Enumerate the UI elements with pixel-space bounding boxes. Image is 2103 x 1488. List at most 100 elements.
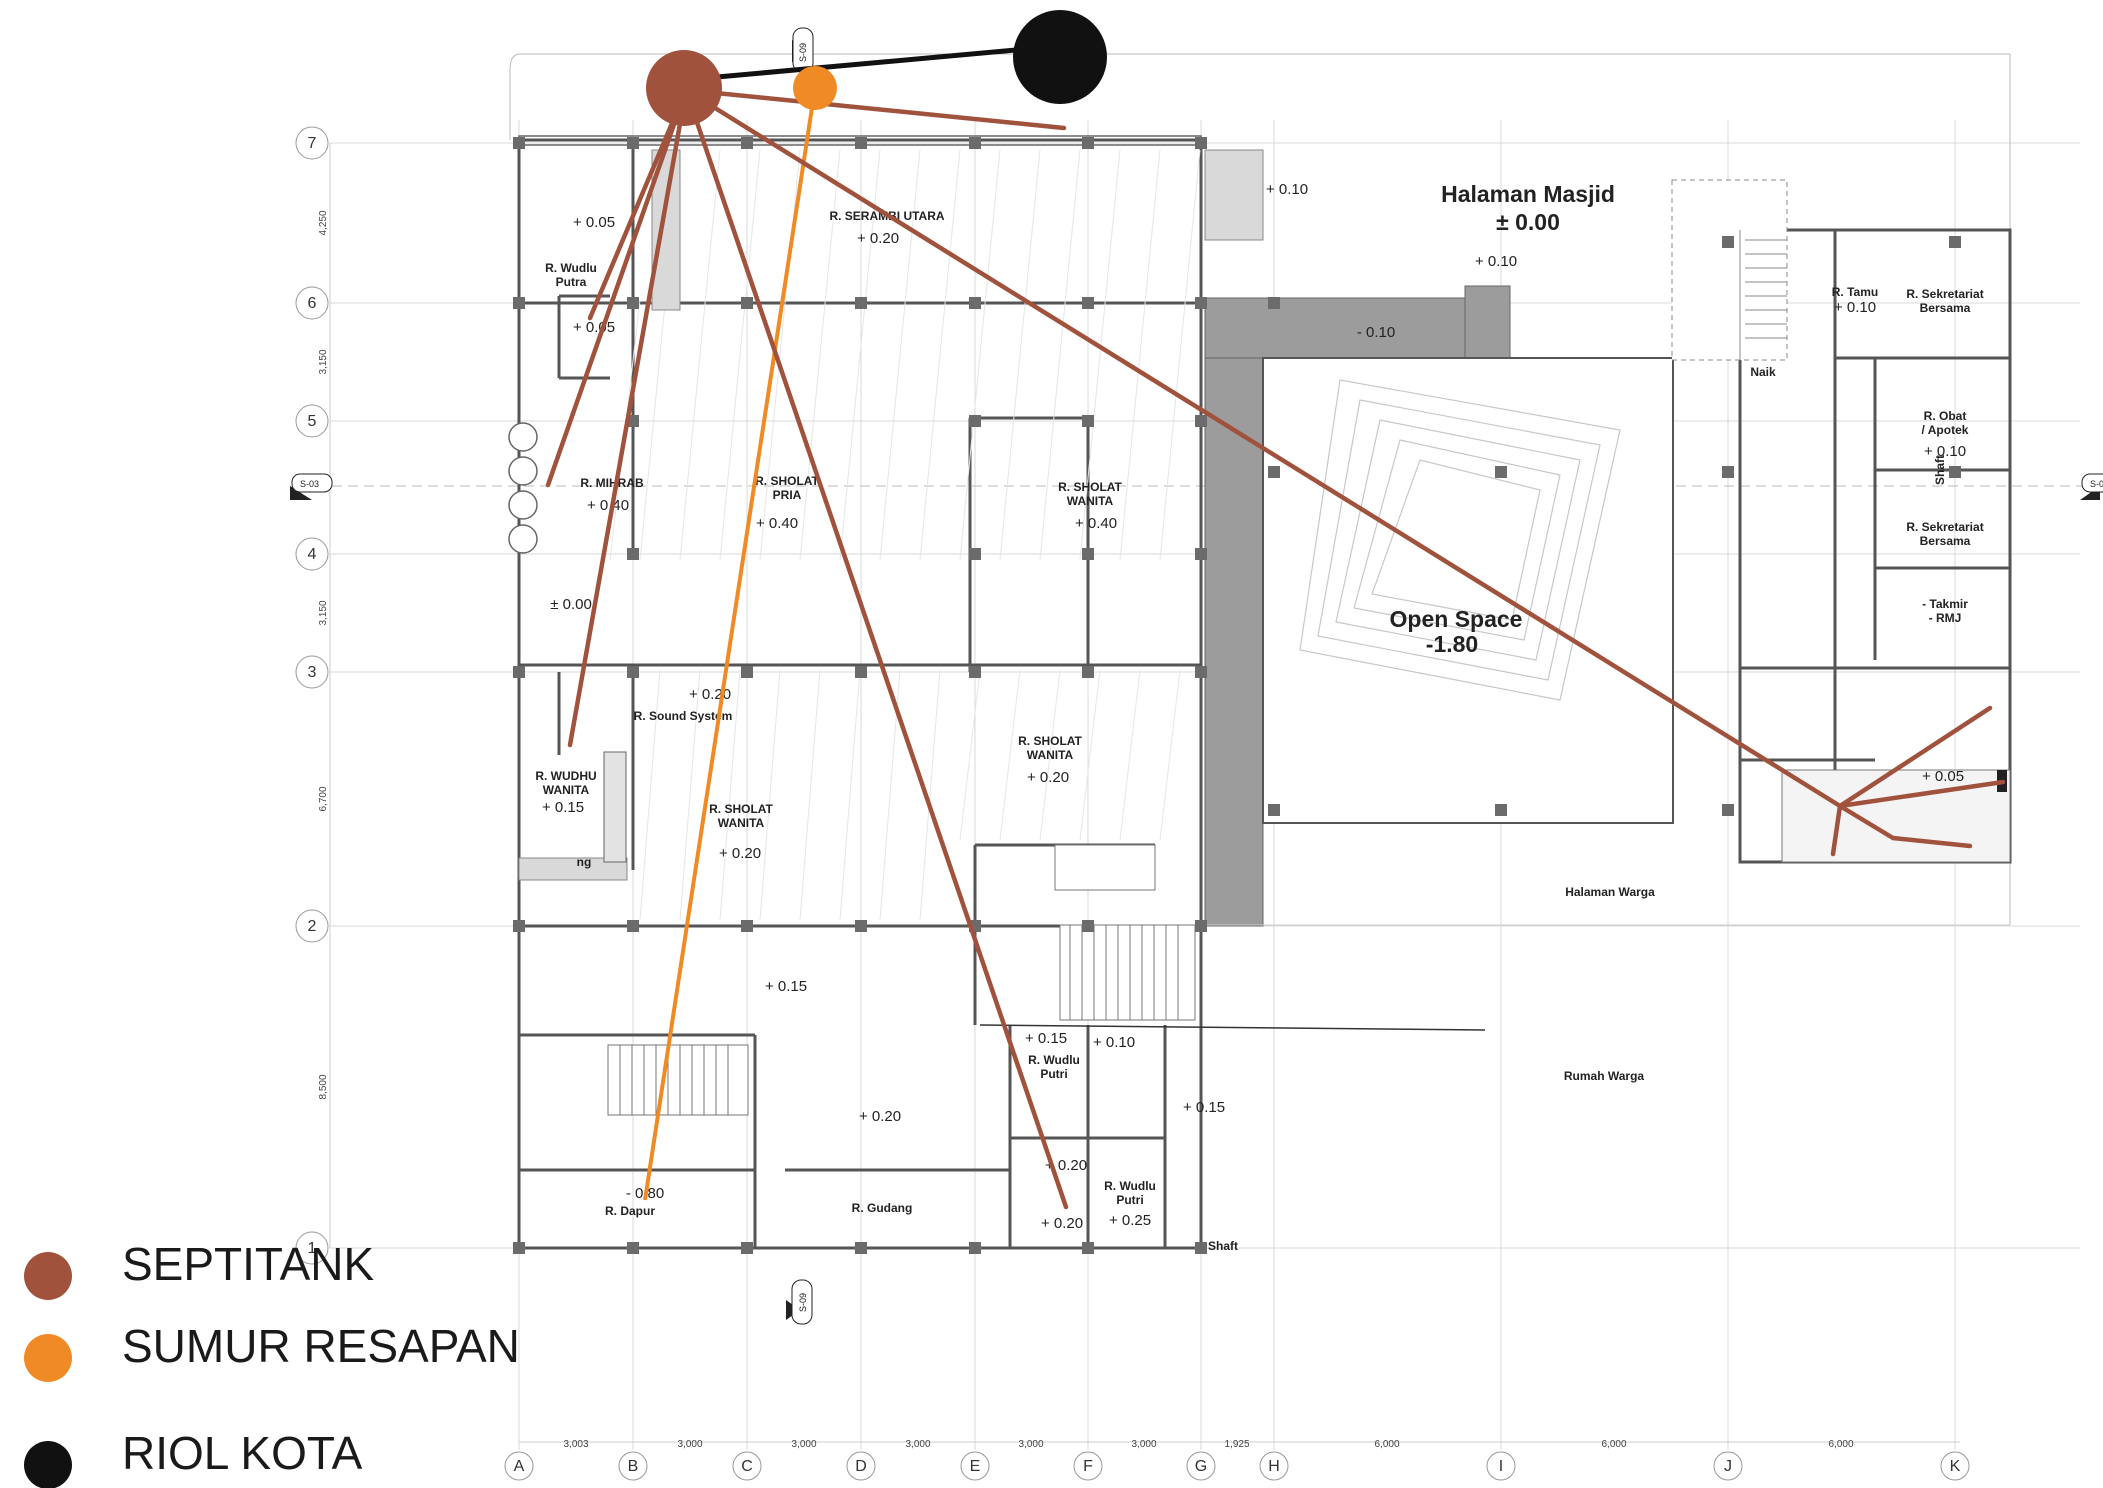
svg-text:E: E	[970, 1458, 981, 1475]
open-space-level: -1.80	[1426, 631, 1478, 657]
svg-text:1,925: 1,925	[1224, 1439, 1249, 1450]
grid-row-3: 3	[295, 655, 329, 689]
svg-text:6,000: 6,000	[1601, 1439, 1626, 1450]
svg-text:WANITA: WANITA	[543, 783, 590, 797]
svg-text:4,250: 4,250	[318, 210, 329, 235]
svg-text:+ 0.20: + 0.20	[859, 1108, 901, 1125]
svg-text:- RMJ: - RMJ	[1929, 611, 1962, 625]
svg-text:R. Tamu: R. Tamu	[1832, 285, 1878, 299]
svg-text:ng: ng	[577, 855, 592, 869]
open-space-label: Open Space	[1390, 606, 1523, 632]
svg-text:R. SHOLAT: R. SHOLAT	[1018, 734, 1082, 748]
courtyard-paving-strip	[1204, 297, 1264, 927]
legend: SEPTITANK SUMUR RESAPAN RIOL KOTA	[24, 1238, 520, 1488]
grid-row-1: 1	[295, 1231, 329, 1265]
open-space-steps	[1299, 379, 1621, 701]
svg-text:8,500: 8,500	[318, 1074, 329, 1099]
svg-text:+ 0.15: + 0.15	[1025, 1030, 1067, 1047]
svg-text:+ 0.10: + 0.10	[1834, 299, 1876, 316]
grid-col-G: G	[1186, 1451, 1216, 1481]
grid-row-markers: 7 6 5 4 3 2 1	[295, 126, 329, 1265]
svg-text:+ 0.40: + 0.40	[756, 515, 798, 532]
svg-text:S-0: S-0	[2090, 479, 2103, 489]
svg-text:+ 0.15: + 0.15	[1183, 1099, 1225, 1116]
legend-item-septitank: SEPTITANK	[24, 1238, 375, 1300]
svg-text:PRIA: PRIA	[773, 488, 802, 502]
svg-text:3,000: 3,000	[905, 1439, 930, 1450]
svg-text:3,150: 3,150	[318, 349, 329, 374]
svg-text:SEPTITANK: SEPTITANK	[122, 1238, 375, 1290]
riol-kota-swatch	[24, 1441, 72, 1488]
sumur-resapan-pipe	[643, 87, 817, 1201]
svg-text:R. MIHRAB: R. MIHRAB	[580, 476, 644, 490]
svg-text:K: K	[1950, 1458, 1961, 1475]
courtyard-paving-step	[1464, 285, 1511, 359]
svg-text:R. Wudlu: R. Wudlu	[1028, 1053, 1080, 1067]
svg-text:+ 0.20: + 0.20	[1027, 769, 1069, 786]
section-marker-right: S-0	[2080, 473, 2103, 500]
svg-text:+ 0.15: + 0.15	[765, 978, 807, 995]
stair-wudhu-wanita	[603, 751, 627, 863]
svg-text:+ 0.10: + 0.10	[1093, 1034, 1135, 1051]
halaman-warga-label: Halaman Warga	[1565, 885, 1655, 899]
svg-text:D: D	[855, 1458, 867, 1475]
grid-row-dimensions: 4,250 3,150 3,150 6,700 8,500	[318, 143, 331, 1248]
grid-col-F: F	[1073, 1451, 1103, 1481]
svg-text:- Takmir: - Takmir	[1922, 597, 1968, 611]
svg-text:+ 0.10: + 0.10	[1266, 181, 1308, 198]
svg-text:J: J	[1724, 1458, 1732, 1475]
svg-text:+ 0.15: + 0.15	[542, 799, 584, 816]
svg-text:Shaft: Shaft	[1208, 1239, 1238, 1253]
riol-kota-node	[1013, 10, 1107, 104]
grid-col-H: H	[1259, 1451, 1289, 1481]
svg-text:C: C	[741, 1458, 753, 1475]
svg-text:+ 0.40: + 0.40	[587, 497, 629, 514]
svg-text:+ 0.05: + 0.05	[573, 214, 615, 231]
svg-text:R. Gudang: R. Gudang	[852, 1201, 913, 1215]
svg-text:3,150: 3,150	[318, 600, 329, 625]
grid-row-2: 2	[295, 909, 329, 943]
grid-col-C: C	[732, 1451, 762, 1481]
right-stair	[1671, 179, 1788, 361]
septitank-node	[646, 50, 722, 126]
svg-text:R. WUDHU: R. WUDHU	[535, 769, 596, 783]
structural-columns	[513, 137, 1961, 1254]
svg-text:3,000: 3,000	[1018, 1439, 1043, 1450]
svg-text:2: 2	[308, 918, 317, 935]
sumur-resapan-swatch	[24, 1334, 72, 1382]
svg-text:R. Obat: R. Obat	[1924, 409, 1967, 423]
grid-col-A: A	[504, 1451, 534, 1481]
section-marker-left: S-03	[290, 473, 333, 500]
grid-row-4: 4	[295, 537, 329, 571]
svg-text:+ 0.05: + 0.05	[573, 319, 615, 336]
svg-text:6,000: 6,000	[1374, 1439, 1399, 1450]
svg-text:WANITA: WANITA	[1027, 748, 1074, 762]
svg-text:3,000: 3,000	[677, 1439, 702, 1450]
svg-text:3,003: 3,003	[563, 1439, 588, 1450]
svg-text:Putri: Putri	[1116, 1193, 1143, 1207]
svg-text:G: G	[1195, 1458, 1207, 1475]
svg-text:1: 1	[308, 1240, 317, 1257]
svg-text:Bersama: Bersama	[1920, 301, 1971, 315]
grid-row-6: 6	[295, 286, 329, 320]
svg-text:A: A	[514, 1458, 525, 1475]
svg-text:I: I	[1499, 1458, 1503, 1475]
svg-text:+ 0.25: + 0.25	[1109, 1212, 1151, 1229]
prayer-row-hatching	[609, 149, 1201, 921]
svg-text:F: F	[1083, 1458, 1093, 1475]
mihrab-niche-arcs	[508, 422, 538, 554]
svg-text:+ 0.20: + 0.20	[719, 845, 761, 862]
svg-text:- 0.10: - 0.10	[1357, 324, 1395, 341]
riol-kota-pipe	[683, 43, 1061, 83]
svg-text:+ 0.40: + 0.40	[1075, 515, 1117, 532]
svg-text:5: 5	[308, 413, 317, 430]
svg-text:R. Dapur: R. Dapur	[605, 1204, 655, 1218]
rumah-warga-label: Rumah Warga	[1564, 1069, 1645, 1083]
svg-text:6: 6	[308, 295, 317, 312]
svg-text:S-03: S-03	[300, 479, 319, 489]
grid-col-J: J	[1713, 1451, 1743, 1481]
svg-text:3,000: 3,000	[791, 1439, 816, 1450]
grid-column-dimensions: 3,003 3,000 3,000 3,000 3,000 3,000 1,92…	[563, 1439, 1853, 1450]
courtyard-paving-top	[1204, 297, 1511, 359]
